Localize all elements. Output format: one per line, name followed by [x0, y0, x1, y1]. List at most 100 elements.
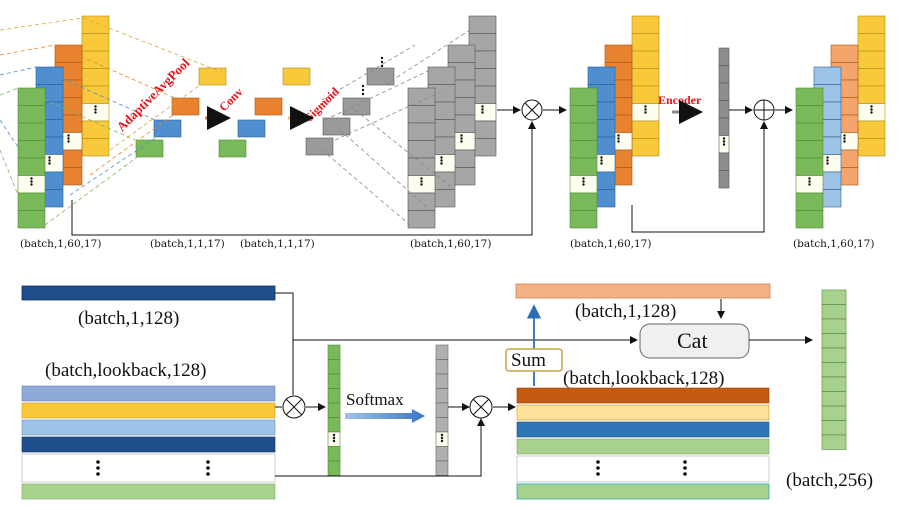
cell	[468, 15, 497, 34]
cell	[17, 122, 46, 141]
summed-bar	[515, 283, 771, 299]
cell	[718, 65, 730, 84]
cell	[81, 15, 110, 34]
ellipsis-dot	[481, 111, 484, 114]
ellipsis-dot	[361, 84, 365, 88]
conv-block	[237, 119, 266, 138]
ellipsis-dot	[30, 183, 33, 186]
ellipsis-dot	[644, 111, 647, 114]
ellipsis-dot	[481, 108, 484, 111]
keys-shape-label: (batch,lookback,128)	[45, 360, 206, 381]
cell	[81, 68, 110, 87]
ellipsis-dot	[440, 162, 443, 165]
ellipsis-dot	[440, 159, 443, 162]
ellipsis-dot	[67, 137, 70, 140]
ellipsis-dot	[440, 436, 444, 440]
cell	[857, 50, 886, 69]
cell	[821, 391, 847, 407]
pool-block	[153, 119, 182, 138]
scores-column	[327, 344, 341, 476]
ellipsis-dot	[460, 140, 463, 143]
conv-block	[282, 67, 311, 86]
ellipsis-dot	[870, 105, 873, 108]
weighted-matrix	[516, 387, 770, 500]
cell	[821, 347, 847, 363]
ellipsis-dot	[30, 180, 33, 183]
cell	[795, 140, 824, 159]
cell	[718, 170, 730, 189]
ellipsis-dot	[440, 156, 443, 159]
conv-block	[254, 97, 283, 116]
ellipsis-dot	[420, 183, 423, 186]
weighted-shape-label: (batch,lookback,128)	[563, 368, 724, 389]
ellipsis-dot	[94, 111, 97, 114]
ellipsis-dot	[826, 159, 829, 162]
conv-blocks	[218, 67, 311, 158]
ellipsis-dot	[582, 180, 585, 183]
output-tensor-stack	[795, 15, 886, 229]
cell	[795, 122, 824, 141]
multiply-icon-3	[469, 395, 493, 419]
cell	[569, 210, 598, 229]
cell	[830, 44, 859, 63]
ellipsis-dot	[332, 433, 336, 437]
ellipsis-dot	[48, 162, 51, 165]
cell	[435, 388, 449, 404]
ellipsis-dot	[600, 159, 603, 162]
cell	[407, 210, 436, 229]
cell	[435, 460, 449, 476]
cell	[435, 446, 449, 462]
pool-block	[198, 67, 227, 86]
sig-block	[366, 67, 395, 86]
cell	[17, 87, 46, 106]
multiply-icon-2	[282, 395, 306, 419]
cell	[795, 87, 824, 106]
cell	[821, 304, 847, 320]
cell	[718, 117, 730, 136]
input-shape-label: (batch,1,60,17)	[20, 238, 101, 250]
ellipsis-dot	[380, 64, 384, 68]
ellipsis-dot	[48, 156, 51, 159]
ellipsis-dot	[722, 140, 726, 143]
ellipsis-dot	[808, 177, 811, 180]
ellipsis-dot	[644, 108, 647, 111]
conv-label: Conv	[216, 85, 245, 114]
cell	[813, 66, 842, 85]
cell	[821, 420, 847, 436]
ellipsis-dot	[582, 183, 585, 186]
ellipsis-dot	[380, 60, 384, 64]
cell	[81, 120, 110, 139]
ellipsis-dot	[617, 134, 620, 137]
ellipsis-dot	[722, 143, 726, 146]
ellipsis-dot	[30, 177, 33, 180]
cell	[795, 157, 824, 176]
cell	[435, 402, 449, 418]
ellipsis-dot	[94, 108, 97, 111]
ellipsis-dot	[420, 177, 423, 180]
multiply-icon	[521, 99, 543, 121]
cell	[569, 157, 598, 176]
cell	[718, 152, 730, 171]
cell	[17, 157, 46, 176]
cell	[795, 192, 824, 211]
cell	[821, 289, 847, 305]
cell	[327, 402, 341, 418]
ellipsis-dot	[460, 137, 463, 140]
pooled-blocks	[135, 67, 227, 158]
ellipsis-dot	[94, 105, 97, 108]
encoder-bar	[718, 47, 730, 189]
ellipsis-dot	[808, 180, 811, 183]
cell	[821, 333, 847, 349]
ellipsis-dot	[67, 140, 70, 143]
softmax-arrow	[345, 409, 425, 423]
encoder-label: Encoder	[658, 93, 702, 107]
ellipsis-dot	[808, 183, 811, 186]
add-icon	[753, 99, 775, 121]
cell	[327, 344, 341, 360]
cell	[718, 82, 730, 101]
cell	[821, 434, 847, 450]
cell	[718, 47, 730, 66]
cell	[407, 122, 436, 141]
sigmoid-blocks	[305, 56, 395, 156]
